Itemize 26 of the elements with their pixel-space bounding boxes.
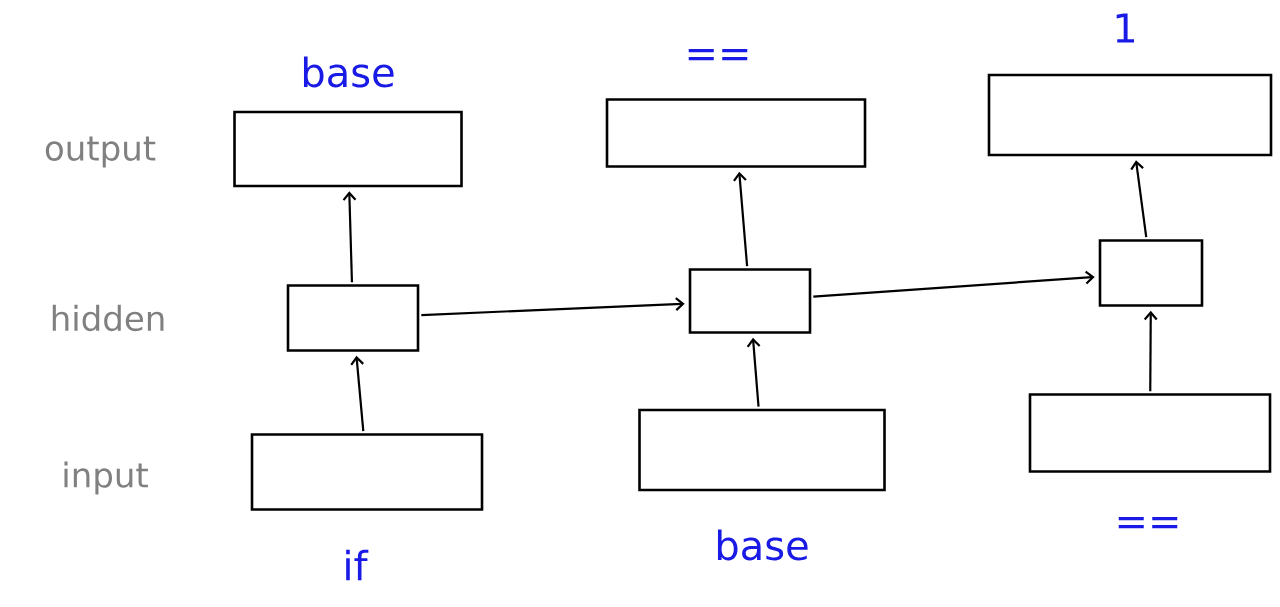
word-label: == <box>688 48 748 61</box>
box <box>605 98 867 168</box>
word-label: 1 <box>1116 13 1135 43</box>
box <box>638 408 886 492</box>
row-label: input <box>64 461 148 495</box>
box <box>1028 393 1272 473</box>
box <box>286 284 420 352</box>
box <box>987 73 1273 157</box>
arrow <box>746 337 761 407</box>
arrow <box>1130 160 1148 238</box>
word-label: if <box>346 549 369 581</box>
arrow <box>813 270 1095 298</box>
word-label: == <box>1118 516 1178 529</box>
box <box>233 110 463 188</box>
word-label: base <box>717 529 808 561</box>
box <box>250 433 484 511</box>
box <box>688 268 812 334</box>
arrow <box>1143 310 1158 392</box>
box <box>1098 239 1204 307</box>
arrow <box>350 355 365 432</box>
arrow <box>342 191 357 283</box>
row-label: hidden <box>52 304 164 332</box>
arrow <box>733 171 749 267</box>
row-label: output <box>45 136 156 168</box>
arrow <box>421 297 685 317</box>
word-label: base <box>303 56 394 88</box>
